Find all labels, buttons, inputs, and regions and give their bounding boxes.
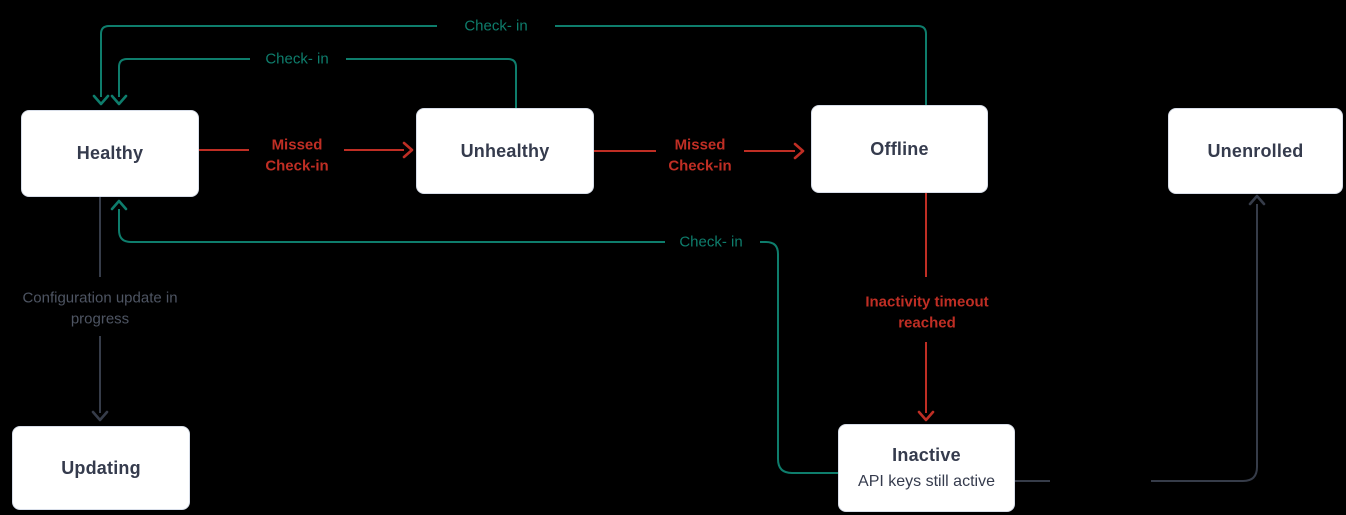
edge-label-config-update: Configuration update in progress <box>22 289 178 328</box>
arrowhead-down-icon <box>917 410 935 422</box>
node-updating-label: Updating <box>61 457 141 478</box>
node-unhealthy-label: Unhealthy <box>460 140 550 161</box>
arrowhead-up-icon <box>1248 194 1266 206</box>
edge-healthy-to-unhealthy <box>199 141 414 159</box>
arrowhead-down-icon <box>91 410 109 422</box>
node-inactive: Inactive API keys still active <box>838 424 1015 512</box>
edge-label-checkin-mid: Check- in <box>265 50 329 68</box>
edge-segment <box>118 58 250 97</box>
edge-label-checkin-low: Check- in <box>679 233 743 251</box>
edge-segment <box>118 209 665 243</box>
node-offline: Offline <box>811 105 988 193</box>
node-updating: Updating <box>12 426 190 510</box>
edge-unhealthy-to-healthy <box>110 58 517 108</box>
edge-label-missed-checkin-1: Missed Check-in <box>265 136 329 175</box>
node-inactive-sublabel: API keys still active <box>858 473 995 490</box>
edge-label-missed-checkin-2: Missed Check-in <box>668 136 732 175</box>
edge-unhealthy-to-offline <box>594 142 805 160</box>
arrowhead-down-icon <box>110 94 128 106</box>
edge-segment <box>555 25 927 105</box>
node-healthy: Healthy <box>21 110 199 197</box>
edge-offline-to-healthy <box>92 25 927 106</box>
edge-inactive-to-unenrolled <box>1015 194 1266 482</box>
arrowhead-right-icon <box>402 141 414 159</box>
node-offline-label: Offline <box>870 138 929 159</box>
arrowhead-down-icon <box>92 94 110 106</box>
node-inactive-label: Inactive <box>892 445 961 465</box>
edge-segment <box>1151 204 1258 482</box>
edge-offline-to-inactive <box>917 193 935 422</box>
edge-healthy-to-updating <box>91 197 109 422</box>
edge-segment <box>346 58 517 108</box>
node-unenrolled: Unenrolled <box>1168 108 1343 194</box>
arrowhead-up-icon <box>110 199 128 211</box>
edge-segment <box>760 241 838 474</box>
edge-inactive-to-healthy <box>110 199 838 474</box>
edge-label-checkin-top: Check- in <box>464 17 528 35</box>
node-healthy-label: Healthy <box>76 143 144 163</box>
node-unhealthy: Unhealthy <box>416 108 594 194</box>
edge-label-inactivity-timeout: Inactivity timeout reached <box>865 293 989 332</box>
arrowhead-right-icon <box>793 142 805 160</box>
node-unenrolled-label: Unenrolled <box>1207 140 1304 161</box>
edge-segment <box>100 25 437 97</box>
